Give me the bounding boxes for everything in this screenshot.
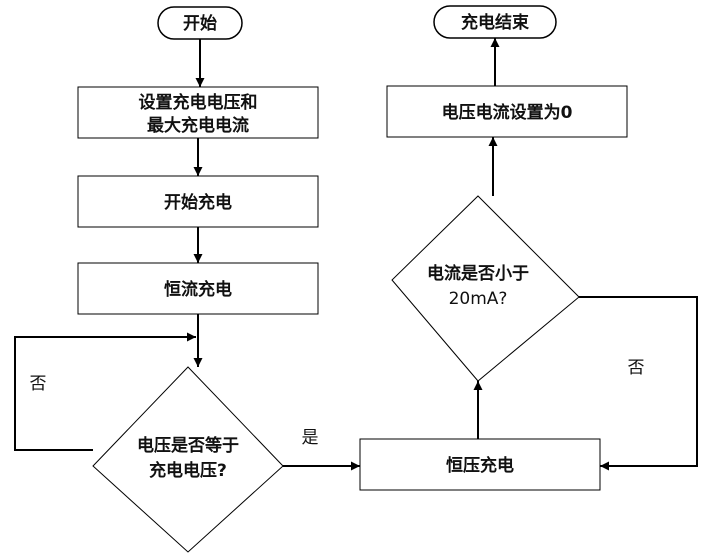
voltage-decision-label-line1: 电压是否等于 <box>137 435 239 456</box>
start-label: 开始 <box>183 13 217 34</box>
zero-set-process: 电压电流设置为0 <box>386 85 628 138</box>
cc-charge-label: 恒流充电 <box>164 279 232 300</box>
begin-charge-process: 开始充电 <box>77 175 319 228</box>
edge-current-no-loop <box>579 296 698 471</box>
edge-voltage-no-loop <box>14 332 196 451</box>
current-decision-label-line2: 20mA? <box>449 289 508 309</box>
set-params-process: 设置充电电压和 最大充电电流 <box>77 86 319 139</box>
voltage-decision-label-line2: 充电电压? <box>149 460 227 481</box>
cc-charge-process: 恒流充电 <box>77 262 319 315</box>
end-label: 充电结束 <box>461 12 529 33</box>
begin-charge-label: 开始充电 <box>164 192 232 213</box>
set-params-label-line2: 最大充电电流 <box>147 115 249 136</box>
set-params-label-line1: 设置充电电压和 <box>139 92 258 113</box>
current-decision: 电流是否小于 20mA? <box>391 195 580 382</box>
voltage-decision: 电压是否等于 充电电压? <box>92 366 284 553</box>
cv-charge-process: 恒压充电 <box>359 438 601 491</box>
edge-label-no-right: 否 <box>628 358 645 378</box>
edge-label-no-left: 否 <box>30 374 47 394</box>
edge-label-yes: 是 <box>302 428 319 448</box>
cv-charge-label: 恒压充电 <box>446 455 514 476</box>
current-decision-label-line1: 电流是否小于 <box>427 263 529 284</box>
start-node: 开始 <box>157 6 243 40</box>
end-node: 充电结束 <box>433 5 557 39</box>
zero-set-label: 电压电流设置为0 <box>442 102 573 123</box>
